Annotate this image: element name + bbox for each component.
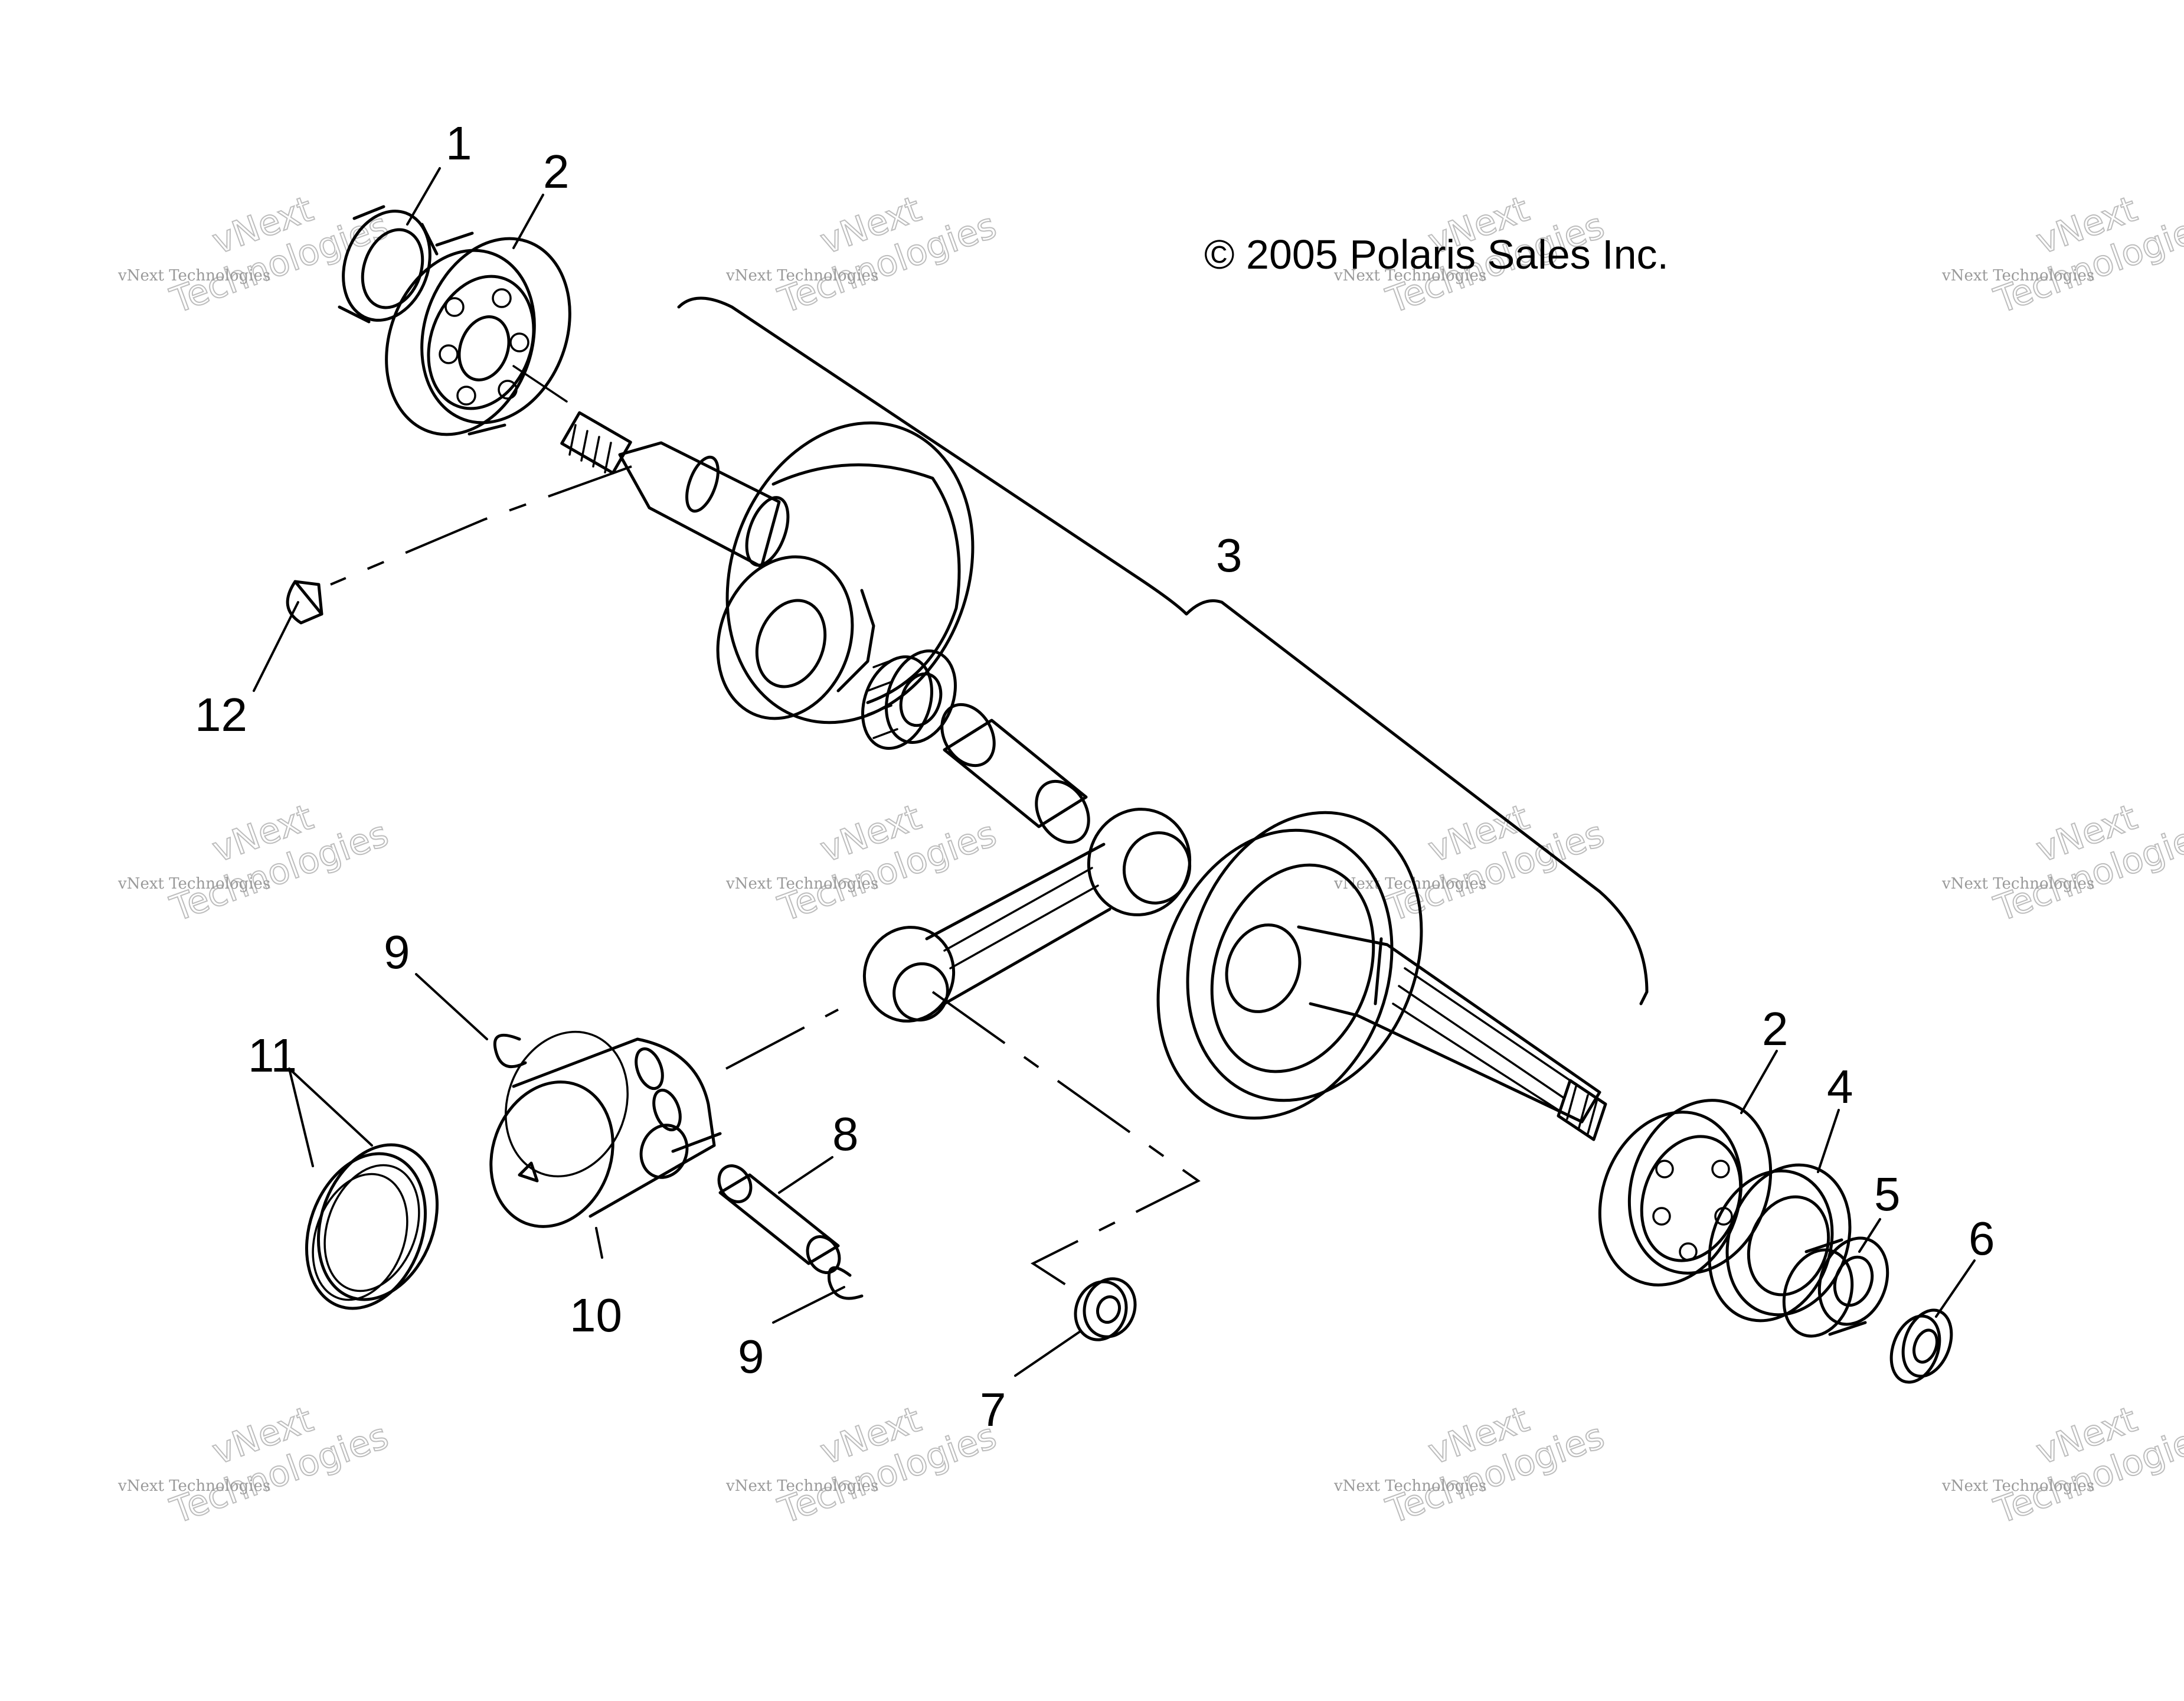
leader-lines xyxy=(253,167,1976,1377)
assembly-line-key xyxy=(330,465,632,586)
crank-pin xyxy=(940,703,1090,844)
piston xyxy=(489,1030,722,1228)
callout-2-top: 2 xyxy=(543,145,570,198)
watermark-small: vNext Technologies xyxy=(725,1477,878,1495)
bearing-top xyxy=(385,231,571,436)
copyright-text: © 2005 Polaris Sales Inc. xyxy=(1204,231,1669,277)
watermark-small: vNext Technologies xyxy=(725,875,878,893)
watermark-small: vNext Technologies xyxy=(1333,267,1486,285)
crank-right-half xyxy=(1156,811,1607,1141)
callout-9-lower: 9 xyxy=(738,1330,764,1383)
washer xyxy=(1889,1308,1953,1384)
circlip-upper xyxy=(493,1033,527,1069)
assembly-line-nut xyxy=(931,991,1201,1297)
callout-11: 11 xyxy=(248,1029,297,1082)
callout-9-upper: 9 xyxy=(384,926,410,978)
callout-2-bottom: 2 xyxy=(1762,1003,1789,1055)
watermark-small: vNext Technologies xyxy=(1941,875,2094,893)
assembly-line-piston-rod xyxy=(725,1008,839,1070)
callout-3: 3 xyxy=(1216,529,1243,582)
wrist-pin xyxy=(717,1164,841,1274)
watermark-small: vNext Technologies xyxy=(1333,1477,1486,1495)
callout-7: 7 xyxy=(980,1383,1006,1436)
watermark-small: vNext Technologies xyxy=(725,267,878,285)
callout-1: 1 xyxy=(446,117,472,169)
crank-left-half xyxy=(560,411,1090,844)
watermark-small: vNext Technologies xyxy=(117,875,270,893)
watermark-small: vNext Technologies xyxy=(1941,1477,2094,1495)
watermark-small: vNext Technologies xyxy=(1333,875,1486,893)
callout-labels: 1 2 3 12 9 11 10 8 9 7 2 4 5 6 xyxy=(195,117,1995,1436)
bracket-3 xyxy=(677,296,1649,1005)
watermark-small: vNext Technologies xyxy=(117,1477,270,1495)
watermark-small: vNext Technologies xyxy=(117,267,270,285)
bearing-bottom xyxy=(1598,1099,1773,1287)
nut xyxy=(1074,1277,1137,1341)
callout-8: 8 xyxy=(832,1108,859,1160)
callout-12: 12 xyxy=(195,688,247,741)
woodruff-key xyxy=(286,580,323,625)
callout-5: 5 xyxy=(1874,1168,1901,1220)
watermark-small: vNext Technologies xyxy=(1941,267,2094,285)
circlip-lower xyxy=(827,1266,864,1300)
callout-4: 4 xyxy=(1827,1060,1853,1113)
collar xyxy=(1782,1236,1889,1338)
callout-10: 10 xyxy=(570,1289,622,1341)
callout-6: 6 xyxy=(1969,1212,1995,1265)
piston-rings xyxy=(305,1143,439,1310)
